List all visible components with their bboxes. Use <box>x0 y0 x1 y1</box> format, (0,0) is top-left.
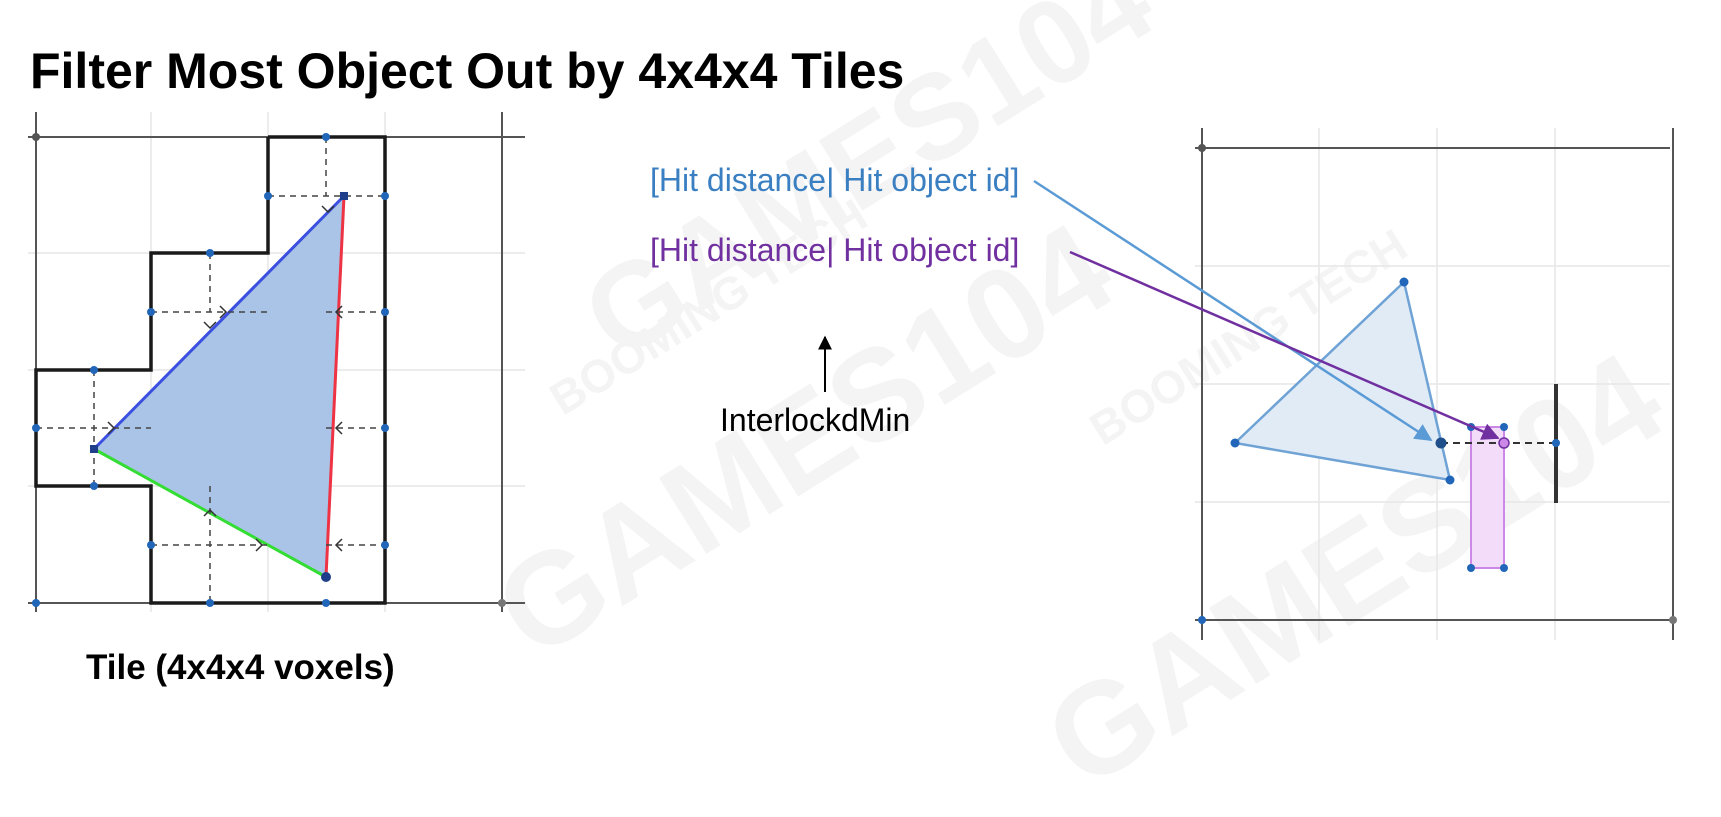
hit-grid <box>1195 128 1670 640</box>
voxel-dashed-lines <box>36 137 385 603</box>
diagram-canvas <box>28 112 1677 640</box>
tile-diagram <box>28 112 525 612</box>
voxel-chevrons <box>107 205 343 552</box>
hit-record-label-blue: [Hit distance| Hit object id] <box>650 162 1020 198</box>
triangle-edge-red <box>324 195 346 578</box>
triangle-vertex <box>90 445 98 453</box>
triangle <box>94 196 344 577</box>
atomic-min-label: InterlockdMin <box>720 402 911 438</box>
hit-record-label-purple: [Hit distance| Hit object id] <box>650 232 1020 268</box>
axis-corner-dot <box>498 599 506 607</box>
axis-corner-dot <box>1198 144 1206 152</box>
page-title: Filter Most Object Out by 4x4x4 Tiles <box>30 42 905 99</box>
triangle-vertex <box>321 572 331 582</box>
triangle-edge-blue <box>92 194 346 451</box>
axis-corner-dot <box>32 133 40 141</box>
tile-outline <box>34 135 387 605</box>
hit-diagram <box>1033 128 1677 640</box>
ray-purple <box>1069 250 1500 440</box>
voxel-center-dots <box>32 133 389 607</box>
hit-axes <box>1195 128 1674 640</box>
tile-caption: Tile (4x4x4 voxels) <box>86 648 395 687</box>
hit-point-purple <box>1498 437 1510 449</box>
ray-blue <box>1033 179 1433 442</box>
axis-corner-dot <box>1198 616 1206 624</box>
axis-corner-dot <box>1669 616 1677 624</box>
tile-axes <box>28 112 525 612</box>
triangle-vertex <box>340 192 348 200</box>
object-box <box>1470 426 1505 569</box>
object-dots <box>1230 277 1560 572</box>
